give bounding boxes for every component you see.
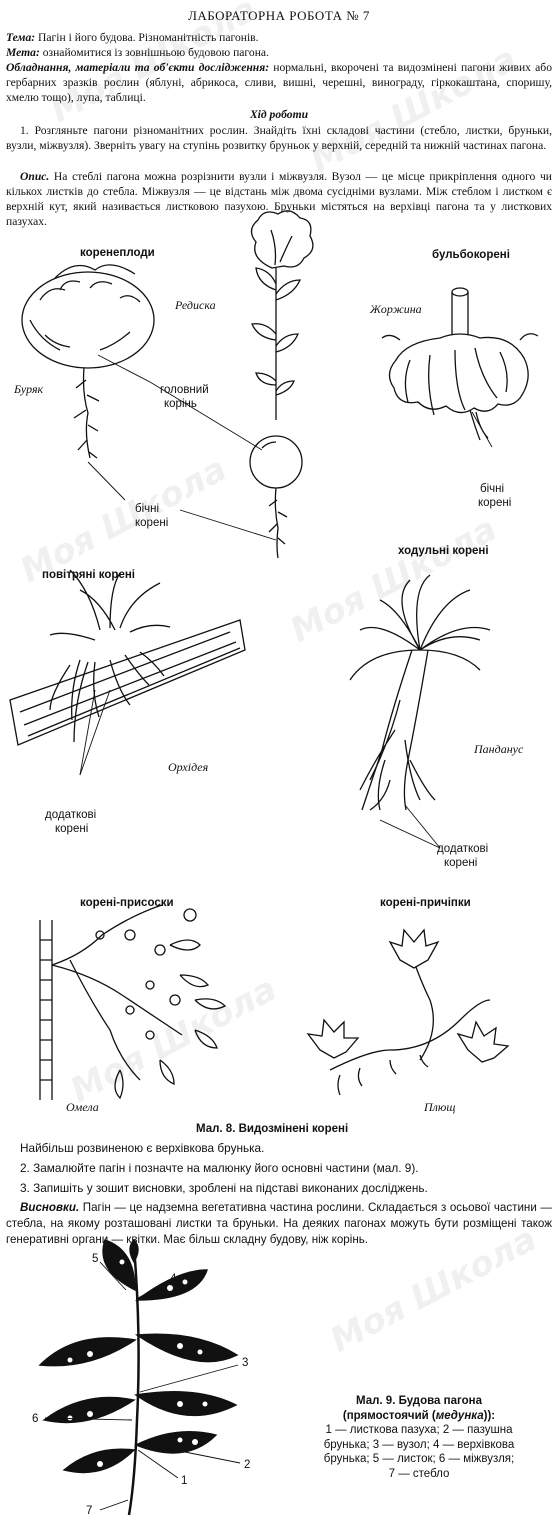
conclusions-text: Пагін — це надземна вегетативна частина … xyxy=(6,1201,552,1246)
radish-drawing xyxy=(249,210,314,559)
label-orchid-adventitious-2: корені xyxy=(55,823,89,835)
step-3: 3. Запишіть у зошит висновки, зроблені н… xyxy=(20,1181,428,1195)
label-main-root-2: корінь xyxy=(164,398,197,410)
label-lateral-roots-2: корені xyxy=(135,517,169,529)
fig9-label-6: 6 xyxy=(32,1413,39,1425)
figure-9-legend-line: 1 — листкова пазуха; 2 — пазушна xyxy=(325,1424,513,1436)
equipment-paragraph: Обладнання, матеріали та об'єкти дослідж… xyxy=(6,60,552,105)
figure-9-legend-line: брунька; 3 — вузол; 4 — верхівкова xyxy=(323,1438,515,1451)
label-beet: Буряк xyxy=(14,382,44,396)
figure-9-legend-line: брунька; 5 — листок; 6 — міжвузля; xyxy=(323,1453,515,1465)
fig9-label-7: 7 xyxy=(86,1505,93,1517)
page-title: ЛАБОРАТОРНА РОБОТА № 7 xyxy=(188,8,370,23)
fig9-label-1: 1 xyxy=(181,1475,188,1487)
label-stilt-roots: ходульні корені xyxy=(398,545,489,557)
goal-text: ознайомитися із зовнішньою будовою пагон… xyxy=(39,46,269,59)
figure-9-caption-title: Мал. 9. Будова пагона xyxy=(355,1395,482,1407)
fig9-label-2: 2 xyxy=(244,1459,251,1471)
caption-subtitle-italic: медунка xyxy=(435,1409,484,1422)
label-pandanus-adventitious-1: додаткові xyxy=(437,843,489,855)
description-label: Опис. xyxy=(20,170,50,183)
label-dahlia-lateral-2: корені xyxy=(478,497,512,509)
topic-text: Пагін і його будова. Різноманітність паг… xyxy=(35,31,259,44)
label-dahlia: Жоржина xyxy=(370,302,422,316)
label-mistletoe: Омела xyxy=(66,1100,99,1114)
label-root-crops: коренеплоди xyxy=(80,247,155,259)
label-main-root-1: головний xyxy=(160,384,209,396)
fig9-label-3: 3 xyxy=(242,1357,249,1369)
note-apical-bud: Найбільш розвиненою є верхівкова брунька… xyxy=(20,1141,265,1155)
conclusions-paragraph: Висновки. Пагін — це надземна вегетативн… xyxy=(6,1200,552,1248)
conclusions-label: Висновки. xyxy=(20,1201,80,1214)
label-orchid: Орхідея xyxy=(168,760,209,774)
ivy-drawing xyxy=(306,928,510,1096)
label-aerial-roots: повітряні корені xyxy=(42,569,135,581)
label-orchid-adventitious-1: додаткові xyxy=(45,809,97,821)
goal-line: Мета: ознайомитися із зовнішньою будовою… xyxy=(6,45,552,60)
label-pandanus-adventitious-2: корені xyxy=(444,857,478,869)
pandanus-drawing xyxy=(349,574,491,811)
label-dahlia-lateral-1: бічні xyxy=(480,483,505,495)
goal-label: Мета: xyxy=(6,46,40,59)
description-text: На стеблі пагона можна розрізнити вузли … xyxy=(6,170,552,228)
label-sucker-roots: корені-присоски xyxy=(80,897,174,909)
mistletoe-drawing xyxy=(39,904,227,1100)
label-ivy: Плющ xyxy=(424,1100,456,1114)
topic-line: Тема: Пагін і його будова. Різноманітніс… xyxy=(6,30,552,45)
procedure-heading: Хід роботи xyxy=(249,108,309,121)
fig9-label-4: 4 xyxy=(170,1273,177,1285)
figure-8-caption: Мал. 8. Видозмінені корені xyxy=(196,1123,349,1135)
dahlia-drawing xyxy=(381,287,539,441)
label-tuber-roots: бульбокорені xyxy=(432,249,510,261)
label-clinging-roots: корені-причіпки xyxy=(380,897,471,909)
label-lateral-roots-1: бічні xyxy=(135,503,160,515)
caption-subtitle-post: )): xyxy=(483,1409,496,1422)
label-pandanus: Панданус xyxy=(474,742,524,756)
fig9-label-5: 5 xyxy=(92,1253,99,1265)
figure-9-caption: Мал. 9. Будова пагона (прямостоячий (мед… xyxy=(300,1394,538,1481)
description-paragraph: Опис. На стеблі пагона можна розрізнити … xyxy=(6,169,552,229)
label-radish: Редиска xyxy=(175,298,216,312)
orchid-drawing xyxy=(9,569,246,746)
step-2: 2. Замалюйте пагін і позначте на малюнку… xyxy=(20,1161,419,1175)
step-1: 1. Розгляньте пагони різноманітних росли… xyxy=(6,124,552,152)
equipment-text: нормальні, вкорочені та видозмінені паго… xyxy=(6,61,552,104)
equipment-label: Обладнання, матеріали та об'єкти дослідж… xyxy=(6,61,270,74)
topic-label: Тема: xyxy=(6,31,36,44)
beet-drawing xyxy=(21,264,155,459)
figure-9-legend-line: 7 — стебло xyxy=(388,1467,450,1480)
caption-subtitle-pre: (прямостоячий ( xyxy=(342,1409,436,1422)
figure-9-caption-subtitle: (прямостоячий (медунка)): xyxy=(300,1409,538,1424)
